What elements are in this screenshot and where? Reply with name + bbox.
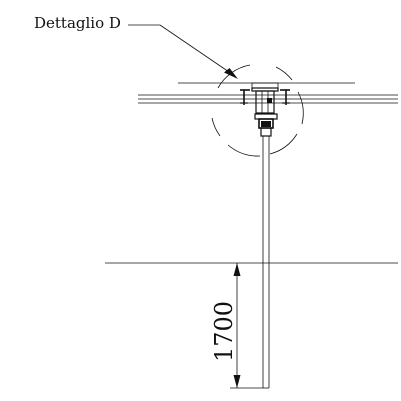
dimension-arrow-top <box>233 263 241 276</box>
vertical-pole <box>262 141 270 389</box>
dimension-value: 1700 <box>210 301 238 362</box>
detail-label: Dettaglio D <box>34 14 121 32</box>
dimension-arrow-bottom <box>233 375 241 388</box>
leader-line <box>128 24 238 79</box>
detail-circle <box>211 64 304 157</box>
leader-arrowhead <box>224 68 238 79</box>
connection-detail <box>240 82 290 141</box>
dimension-line <box>230 263 263 389</box>
